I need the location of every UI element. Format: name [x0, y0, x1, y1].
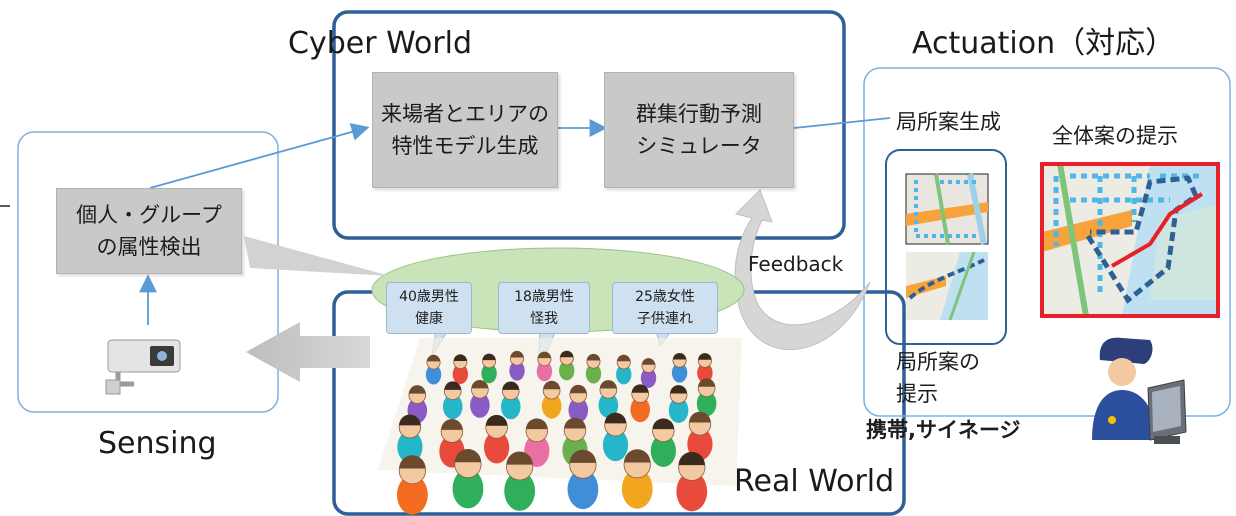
actuation-title: Actuation（対応）	[912, 26, 1176, 61]
attribute-bubble: 18歳男性 怪我	[498, 282, 590, 334]
sensing-title: Sensing	[98, 426, 217, 461]
overall-plan-label: 全体案の提示	[1052, 124, 1178, 148]
arrow-detection-to-model	[149, 123, 370, 189]
crowd-simulator-box: 群集行動予測 シミュレータ	[604, 72, 794, 188]
crowd-person	[541, 380, 562, 419]
actuation-frame	[863, 67, 1231, 417]
crowd-person	[470, 380, 490, 418]
crowd-person	[585, 353, 602, 384]
crowd-person	[676, 451, 708, 512]
crowd-person	[568, 384, 589, 423]
crowd-person	[598, 380, 619, 418]
local-plan-generation-label: 局所案生成	[896, 110, 1001, 134]
crowd-person	[442, 381, 463, 420]
sensing-frame	[17, 131, 279, 413]
local-plan-presentation-label: 局所案の 提示	[896, 350, 980, 406]
feedback-label: Feedback	[748, 252, 844, 276]
characteristic-model-box: 来場者とエリアの 特性モデル生成	[372, 72, 558, 188]
cyber-world-title: Cyber World	[288, 26, 473, 61]
crowd-person	[509, 350, 525, 381]
camera-icon	[105, 339, 181, 395]
crowd-person	[452, 354, 469, 385]
crowd-person	[559, 350, 575, 381]
overall-plan-map	[1040, 162, 1220, 318]
crowd-person	[484, 414, 510, 464]
crowd-person	[668, 385, 689, 423]
crowd-person	[616, 354, 632, 385]
real-to-sensing-arrow	[246, 322, 370, 382]
feedback-arrow	[734, 189, 871, 351]
attribute-bubble: 40歳男性 健康	[386, 282, 472, 334]
local-map-1	[905, 173, 989, 245]
devices-label: 携帯,サイネージ	[866, 418, 1021, 442]
crowd-person	[650, 418, 676, 467]
crowd-person	[425, 354, 442, 385]
crowd-person	[671, 352, 688, 383]
attribute-detection-box: 個人・グループ の属性検出	[56, 188, 242, 274]
crowd-person	[536, 351, 553, 382]
crowd-person	[500, 381, 521, 420]
crowd-person	[621, 449, 653, 509]
crowd-person	[504, 451, 536, 511]
crowd-person	[452, 449, 484, 509]
operator-figure	[1092, 337, 1187, 444]
crowd-person	[481, 353, 497, 384]
crowd-person	[567, 449, 599, 510]
real-world-title: Real World	[734, 464, 895, 499]
attribute-bubble: 25歳女性 子供連れ	[612, 282, 718, 334]
crowd-person	[396, 455, 428, 515]
local-plan-frame	[885, 149, 1007, 345]
cyber-world-frame	[332, 10, 846, 240]
crowd-person	[697, 353, 713, 383]
crowd-person	[602, 412, 629, 462]
crowd-person	[640, 358, 657, 388]
local-map-2	[906, 251, 988, 321]
crowd-person	[397, 414, 423, 464]
line-simulator-to-actuation	[793, 117, 891, 129]
crowd-illustration	[378, 338, 742, 515]
crowd-person	[630, 384, 651, 423]
crowd-person	[696, 378, 717, 417]
